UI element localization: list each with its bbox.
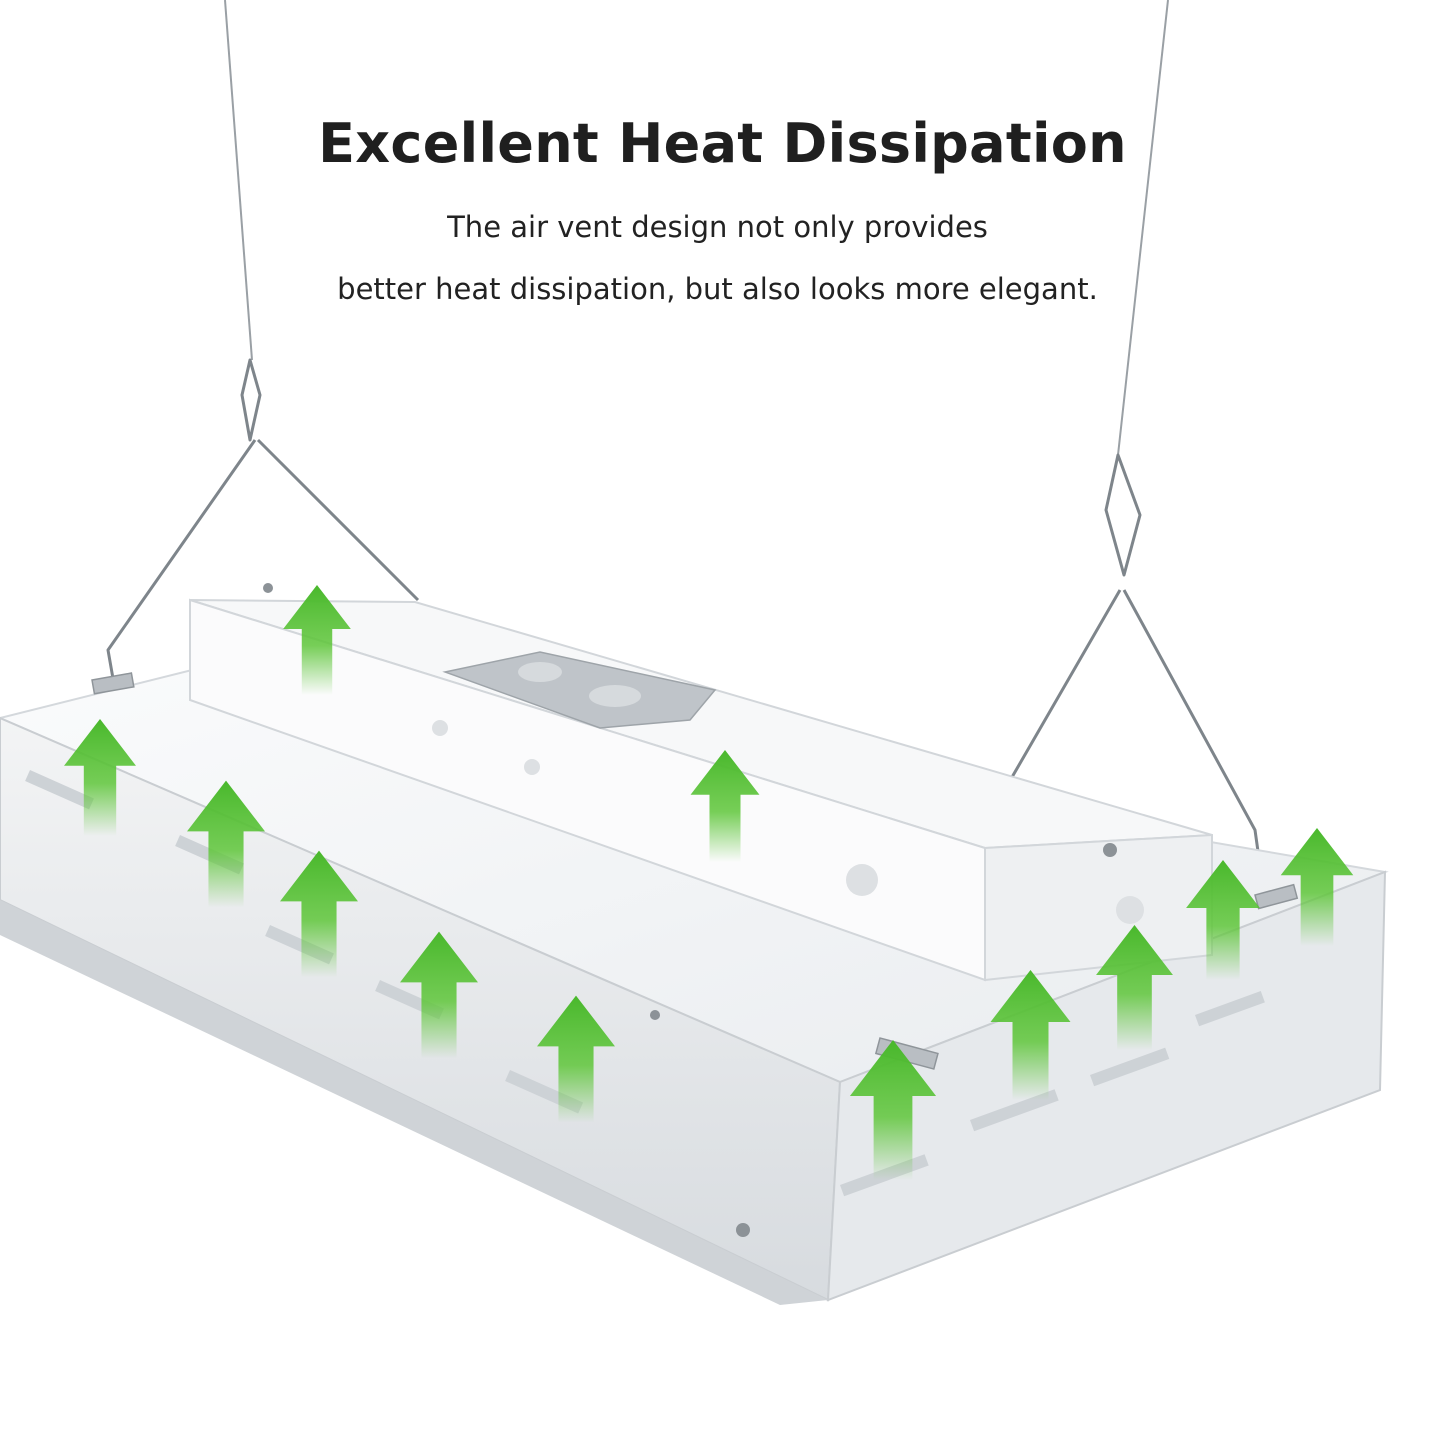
light-fixture [0,583,1389,1305]
description-line-2: better heat dissipation, but also looks … [337,272,1098,306]
description-line-1: The air vent design not only provides [447,210,988,244]
page-title: Excellent Heat Dissipation [318,112,1127,175]
suspension-wires [224,0,1169,456]
